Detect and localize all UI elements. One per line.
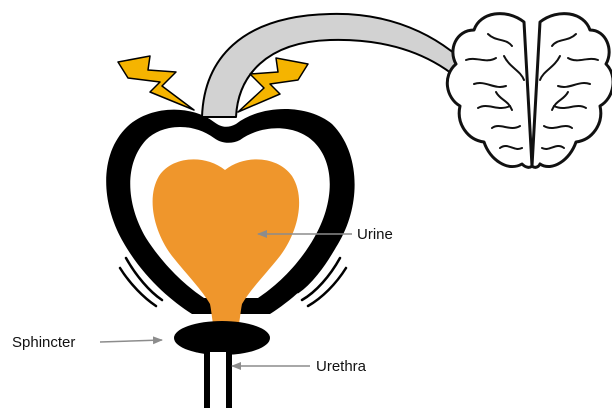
sphincter-label: Sphincter bbox=[12, 334, 75, 351]
urethra-tube bbox=[204, 352, 232, 408]
brain-icon bbox=[447, 14, 612, 168]
lightning-bolt-icon bbox=[118, 56, 194, 110]
sphincter-pointer bbox=[100, 340, 162, 342]
urine-label: Urine bbox=[357, 226, 393, 243]
urethra-label: Urethra bbox=[316, 358, 367, 375]
sphincter bbox=[174, 321, 270, 355]
